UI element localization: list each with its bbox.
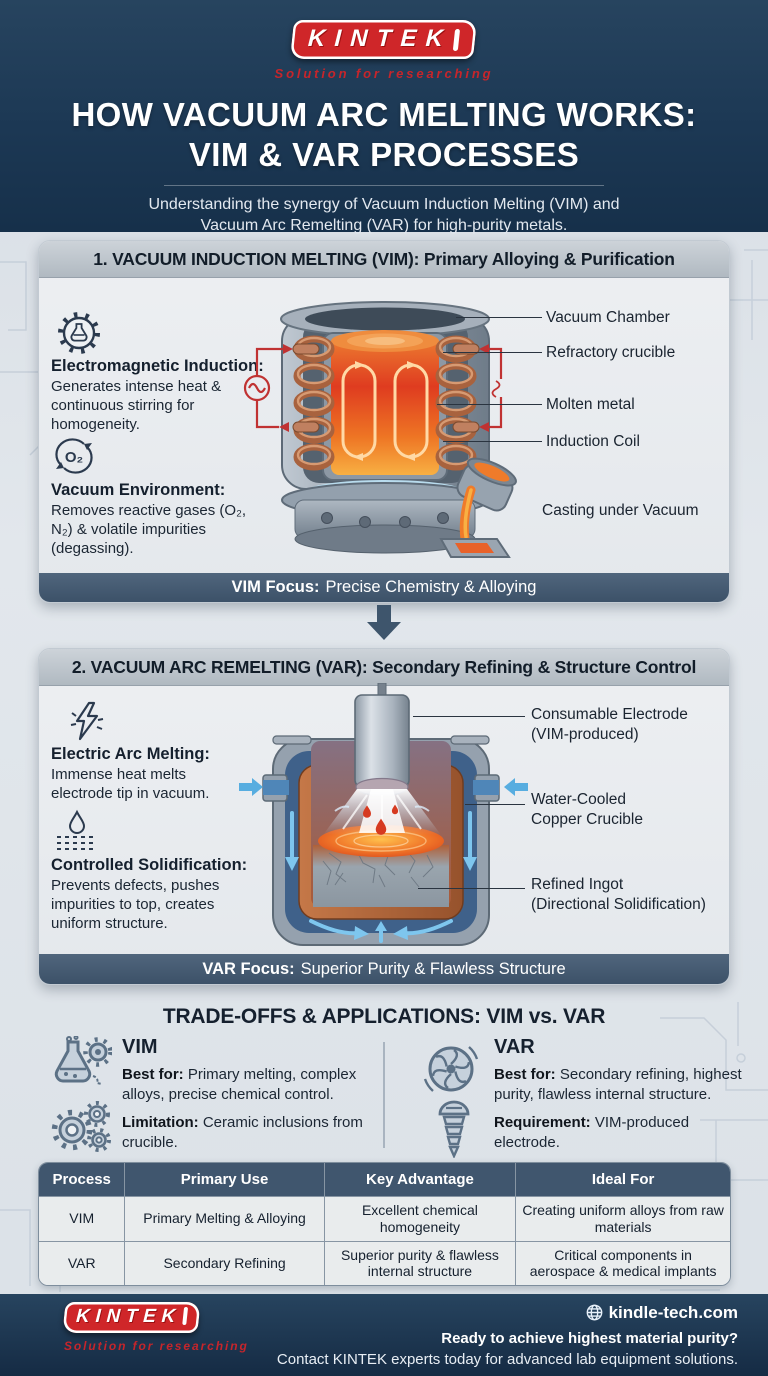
vim-label-crucible: Refractory crucible (546, 344, 676, 361)
stirring-arrows (341, 361, 429, 461)
pointer-line (413, 716, 525, 717)
page-subtitle: Understanding the synergy of Vacuum Indu… (148, 195, 620, 235)
table-row: VIM Primary Melting & Alloying Excellent… (39, 1196, 730, 1242)
brand-tagline: Solution for researching (274, 66, 494, 81)
var-point2-title: Controlled Solidification: (51, 856, 248, 874)
coil-lead (292, 343, 320, 355)
o2-icon-label: O₂ (65, 449, 83, 466)
solidification-icon (57, 809, 97, 850)
electric-arc (323, 789, 441, 835)
tradeoffs-vim-best: Best for: Primary melting, complex alloy… (122, 1066, 357, 1103)
ac-power-source (243, 344, 293, 432)
page-title: HOW VACUUM ARC MELTING WORKS: VIM & VAR … (0, 95, 768, 176)
footer-cta-text: Contact KINTEK experts today for advance… (276, 1350, 738, 1368)
tradeoffs-vim-heading: VIM (122, 1036, 158, 1058)
vim-focus-bar: VIM Focus:Precise Chemistry & Alloying (39, 573, 729, 602)
table-row: VAR Secondary Refining Superior purity &… (39, 1240, 730, 1286)
lightning-icon (70, 701, 104, 741)
col-header-primary-use: Primary Use (124, 1163, 325, 1197)
var-point2-text: Prevents defects, pushes impurities to t… (51, 877, 220, 932)
flow-arrow-down (367, 605, 401, 640)
footer-contact-block: kindle-tech.com Ready to achieve highest… (277, 1301, 738, 1370)
footer-website[interactable]: kindle-tech.com (277, 1301, 738, 1325)
page-title-line1: HOW VACUUM ARC MELTING WORKS: (71, 96, 697, 133)
kintek-logo: KINTEK Solution for researching (275, 20, 494, 81)
vim-point2-text: Removes reactive gases (O₂, N₂) & volati… (51, 502, 247, 557)
pointer-line (437, 404, 542, 405)
tradeoffs-var-requirement: Requirement: VIM-produced electrode. (494, 1114, 690, 1151)
vim-label-coil: Induction Coil (546, 433, 640, 450)
comparison-table: Process Primary Use Key Advantage Ideal … (38, 1162, 731, 1287)
page-header: KINTEK Solution for researching HOW VACU… (0, 0, 768, 234)
vim-label-casting: Casting under Vacuum (542, 502, 699, 519)
col-header-key-advantage: Key Advantage (323, 1163, 517, 1197)
tradeoffs-divider (383, 1042, 385, 1148)
pointer-line (465, 804, 525, 805)
kintek-logo-text: KINTEK (307, 25, 454, 52)
page-footer: KINTEK Solution for researching kindle-t… (0, 1294, 768, 1376)
var-focus-bar: VAR Focus:Superior Purity & Flawless Str… (39, 954, 729, 984)
logo-bracket (453, 28, 461, 51)
flask-gear-icon (54, 1036, 112, 1085)
gears-icon (51, 1101, 111, 1152)
pointer-line (456, 317, 542, 318)
footer-brand-tagline: Solution for researching (64, 1339, 249, 1353)
var-section: 2. VACUUM ARC REMELTING (VAR): Secondary… (38, 648, 730, 985)
water-inlet-left (239, 774, 289, 802)
vim-point2-title: Vacuum Environment: (51, 481, 226, 499)
tradeoffs-var-best: Best for: Secondary refining, highest pu… (494, 1066, 742, 1103)
kintek-footer-logo: KINTEK Solution for researching (62, 1302, 249, 1353)
title-divider (164, 184, 604, 186)
var-label-electrode: Consumable Electrode (VIM-produced) (531, 706, 688, 744)
pointer-line (443, 441, 542, 442)
water-flow-arrows (285, 811, 477, 943)
page-title-line2: VIM & VAR PROCESSES (188, 136, 580, 174)
tradeoffs-var-heading: VAR (494, 1036, 535, 1058)
turbine-icon (423, 1046, 479, 1092)
vim-point1-title: Electromagnetic Induction: (51, 357, 264, 375)
var-label-crucible: Water-Cooled Copper Crucible (531, 791, 643, 829)
var-point1-title: Electric Arc Melting: (51, 745, 210, 763)
footer-cta-headline: Ready to achieve highest material purity… (441, 1329, 738, 1347)
coil-lead (292, 421, 320, 433)
metal-droplets (363, 804, 399, 835)
col-header-process: Process (39, 1163, 126, 1197)
vim-label-molten: Molten metal (546, 396, 635, 413)
casting-ladle (439, 457, 517, 558)
consumable-electrode (354, 683, 410, 797)
var-crucible-diagram (239, 683, 528, 946)
col-header-ideal-for: Ideal For (515, 1163, 730, 1197)
tradeoffs-title: TRADE-OFFS & APPLICATIONS: VIM vs. VAR (162, 1005, 606, 1028)
kintek-logo-box: KINTEK (290, 20, 478, 59)
var-point1-text: Immense heat melts electrode tip in vacu… (51, 766, 210, 802)
ac-return-wires (479, 344, 503, 432)
vim-section: 1. VACUUM INDUCTION MELTING (VIM): Prima… (38, 240, 730, 603)
refractory-crucible (322, 330, 448, 481)
furnace-base (281, 482, 489, 554)
table-header-row: Process Primary Use Key Advantage Ideal … (39, 1163, 730, 1197)
water-inlet-right (473, 774, 528, 802)
vim-section-heading: 1. VACUUM INDUCTION MELTING (VIM): Prima… (39, 241, 729, 278)
pointer-line (443, 352, 542, 353)
tradeoffs-var-column: VAR Best for: Secondary refining, highes… (494, 1036, 746, 1152)
tradeoffs-vim-limitation: Limitation: Ceramic inclusions from cruc… (122, 1114, 363, 1151)
screw-icon (438, 1100, 470, 1158)
globe-icon (586, 1304, 602, 1321)
gear-flask-icon (58, 312, 100, 354)
var-section-heading: 2. VACUUM ARC REMELTING (VAR): Secondary… (39, 649, 729, 686)
tradeoffs-vim-column: VIM Best for: Primary melting, complex a… (122, 1036, 380, 1152)
vim-label-chamber: Vacuum Chamber (546, 309, 670, 326)
var-label-ingot: Refined Ingot (Directional Solidificatio… (531, 876, 706, 914)
o2-cycle-icon: O₂ (55, 438, 93, 474)
vim-furnace-diagram (243, 301, 517, 558)
vim-point1-text: Generates intense heat & continuous stir… (51, 378, 222, 433)
pointer-line (418, 888, 525, 889)
coil-lead (452, 421, 480, 433)
